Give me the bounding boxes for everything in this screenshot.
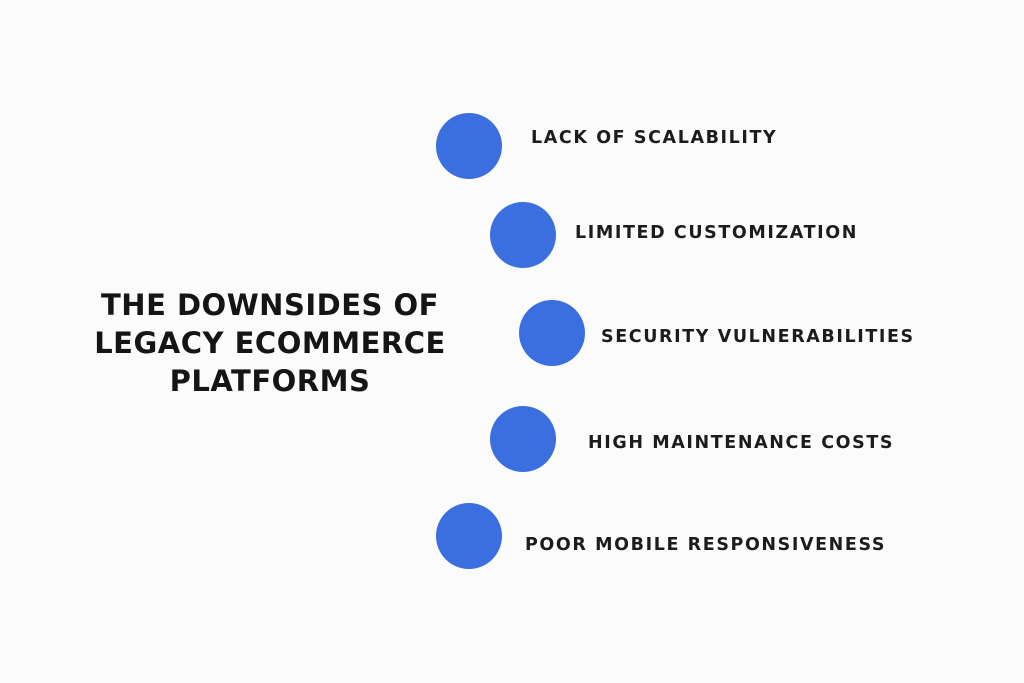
- downside-label: POOR MOBILE RESPONSIVENESS: [525, 535, 887, 555]
- title-line-2: LEGACY ECOMMERCE: [94, 326, 446, 360]
- downside-label: SECURITY VULNERABILITIES: [601, 327, 915, 347]
- title-line-1: THE DOWNSIDES OF: [101, 288, 439, 322]
- downside-label: HIGH MAINTENANCE COSTS: [588, 433, 895, 453]
- bullet-dot: [436, 503, 502, 569]
- bullet-dot: [490, 202, 556, 268]
- bullet-dot: [436, 113, 502, 179]
- downside-label: LIMITED CUSTOMIZATION: [575, 223, 858, 243]
- diagram-title: THE DOWNSIDES OF LEGACY ECOMMERCE PLATFO…: [70, 286, 470, 400]
- title-line-3: PLATFORMS: [169, 364, 371, 398]
- downside-label: LACK OF SCALABILITY: [531, 128, 778, 148]
- bullet-dot: [519, 300, 585, 366]
- bullet-dot: [490, 406, 556, 472]
